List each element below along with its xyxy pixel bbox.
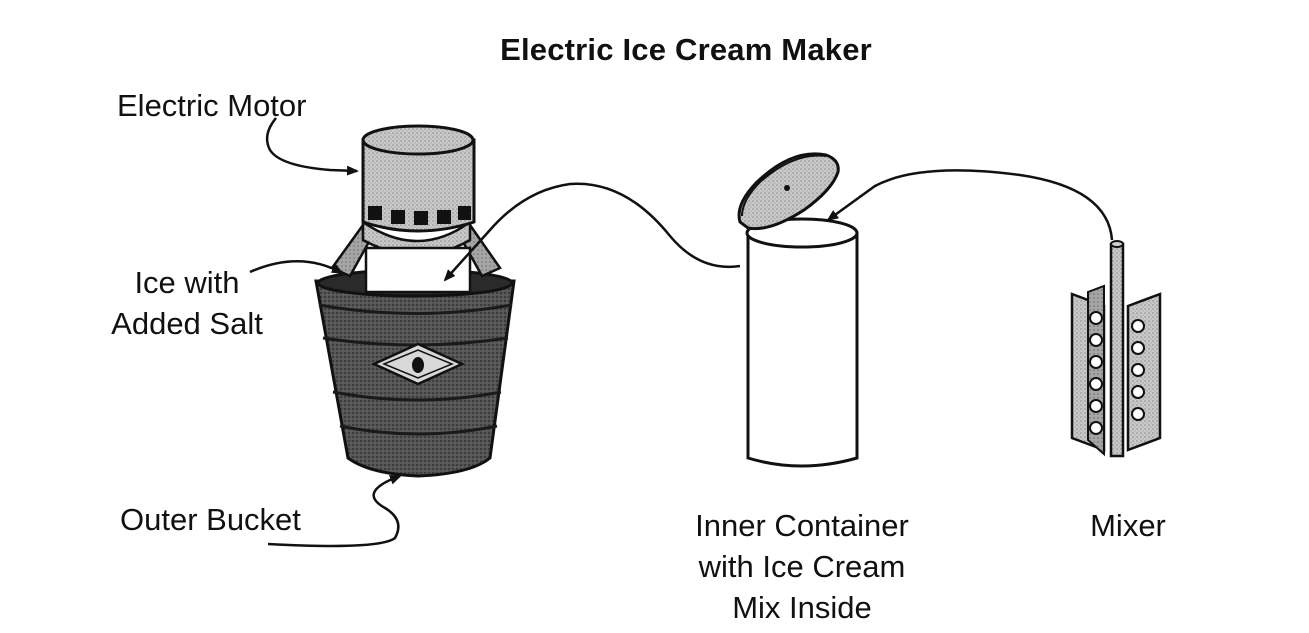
label-inner-line-2: with Ice Cream	[698, 549, 906, 584]
arrow-inner-container	[443, 182, 741, 282]
leader-lines	[249, 117, 1114, 548]
electric-motor	[361, 124, 476, 233]
label-ice-with-salt: Ice with Added Salt	[96, 262, 278, 344]
label-ice-line-2: Added Salt	[111, 306, 263, 341]
label-inner-line-1: Inner Container	[695, 508, 909, 543]
mixer	[1070, 240, 1162, 458]
label-mixer: Mixer	[1090, 508, 1166, 543]
label-electric-motor: Electric Motor	[117, 88, 307, 123]
label-ice-line-1: Ice with	[134, 265, 240, 300]
label-inner-container: Inner Container with Ice Cream Mix Insid…	[660, 505, 944, 628]
ice-cream-maker	[314, 124, 516, 478]
label-inner-line-3: Mix Inside	[732, 590, 872, 625]
arrow-motor	[265, 117, 359, 176]
arrow-bucket	[267, 474, 402, 548]
arrow-ice	[249, 260, 344, 275]
container-lid	[737, 152, 840, 231]
diamond-emblem-icon	[370, 342, 466, 386]
diagram-title: Electric Ice Cream Maker	[500, 32, 872, 67]
label-outer-bucket: Outer Bucket	[120, 502, 301, 537]
inner-container	[745, 217, 859, 468]
arrow-mixer	[826, 169, 1114, 241]
